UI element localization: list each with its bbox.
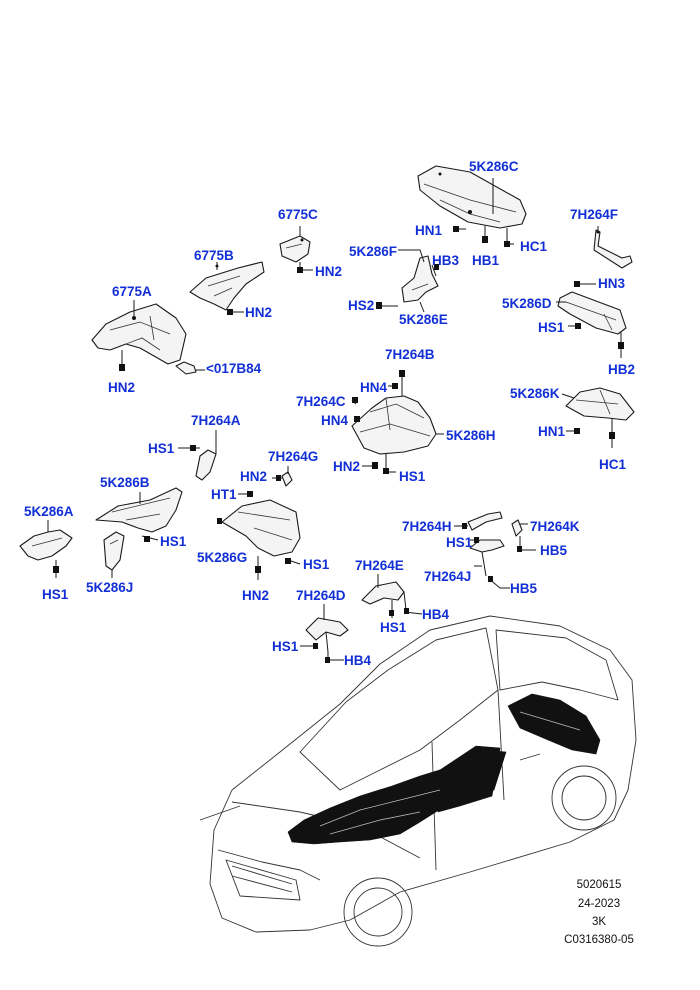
- label-HN2[interactable]: HN2: [242, 588, 270, 603]
- label-7H264G[interactable]: 7H264G: [268, 449, 319, 464]
- label-7H264H[interactable]: 7H264H: [402, 519, 452, 534]
- part-6775B: [189, 261, 265, 311]
- part-7H264E: [361, 581, 407, 611]
- label-5K286B[interactable]: 5K286B: [100, 475, 150, 490]
- label-HS1[interactable]: HS1: [42, 587, 69, 602]
- label-7H264K[interactable]: 7H264K: [530, 519, 580, 534]
- label-HB4[interactable]: HB4: [344, 653, 372, 668]
- label-7H264C[interactable]: 7H264C: [296, 394, 346, 409]
- label-5K286J[interactable]: 5K286J: [86, 580, 134, 595]
- label-5K286E[interactable]: 5K286E: [399, 312, 448, 327]
- label-HN2[interactable]: HN2: [240, 469, 268, 484]
- label-7H264F[interactable]: 7H264F: [570, 207, 619, 222]
- label-7H264J[interactable]: 7H264J: [424, 569, 472, 584]
- label-HS1[interactable]: HS1: [538, 320, 565, 335]
- part-7H264A: [195, 449, 217, 481]
- diagram-reference: C0316380-05: [564, 934, 634, 946]
- label-HB4[interactable]: HB4: [422, 607, 450, 622]
- part-5K286H: [351, 395, 437, 455]
- part-017B84: [175, 361, 197, 375]
- label-017B84[interactable]: <017B84: [206, 361, 262, 376]
- label-5K286H[interactable]: 5K286H: [446, 428, 496, 443]
- label-HS1[interactable]: HS1: [303, 557, 330, 572]
- label-HN3[interactable]: HN3: [598, 276, 626, 291]
- part-7H264J: [469, 539, 505, 577]
- part-7H264D: [305, 617, 349, 653]
- part-5K286K: [565, 387, 635, 421]
- part-6775C: [279, 235, 311, 263]
- part-5K286D: [557, 291, 627, 335]
- part-7H264H: [467, 511, 503, 531]
- label-7H264E[interactable]: 7H264E: [355, 558, 404, 573]
- label-HN2[interactable]: HN2: [333, 459, 361, 474]
- label-5K286C[interactable]: 5K286C: [469, 159, 519, 174]
- label-5K286K[interactable]: 5K286K: [510, 386, 560, 401]
- vehicle-heat-shields: [287, 693, 601, 845]
- part-7H264F: [593, 229, 633, 269]
- label-HB3[interactable]: HB3: [432, 253, 460, 268]
- label-HB2[interactable]: HB2: [608, 362, 636, 377]
- label-HS1[interactable]: HS1: [160, 534, 187, 549]
- part-5K286E: [401, 255, 439, 303]
- label-5K286A[interactable]: 5K286A: [24, 504, 74, 519]
- label-7H264A[interactable]: 7H264A: [191, 413, 241, 428]
- label-HN2[interactable]: HN2: [315, 264, 343, 279]
- label-HB1[interactable]: HB1: [472, 253, 500, 268]
- label-HB5[interactable]: HB5: [540, 543, 568, 558]
- part-5K286G: [221, 499, 301, 557]
- label-HC1[interactable]: HC1: [599, 457, 627, 472]
- diagram-code: 5020615: [576, 879, 622, 891]
- label-6775B[interactable]: 6775B: [194, 248, 234, 263]
- label-HN1[interactable]: HN1: [415, 223, 443, 238]
- label-HC1[interactable]: HC1: [520, 239, 548, 254]
- label-HN2[interactable]: HN2: [245, 305, 273, 320]
- label-HN4[interactable]: HN4: [360, 380, 388, 395]
- part-7H264G: [281, 471, 293, 487]
- label-HS1[interactable]: HS1: [446, 535, 473, 550]
- label-5K286G[interactable]: 5K286G: [197, 550, 248, 565]
- diagram-variant: 3K: [591, 916, 607, 928]
- label-HN2[interactable]: HN2: [108, 380, 136, 395]
- part-5K286A: [19, 529, 73, 561]
- label-HS1[interactable]: HS1: [380, 620, 407, 635]
- label-HN4[interactable]: HN4: [321, 413, 349, 428]
- label-HS1[interactable]: HS1: [272, 639, 299, 654]
- diagram-date: 24-2023: [577, 898, 621, 910]
- label-HS1[interactable]: HS1: [399, 469, 426, 484]
- label-6775C[interactable]: 6775C: [278, 207, 318, 222]
- label-7H264D[interactable]: 7H264D: [296, 588, 346, 603]
- part-5K286J: [103, 531, 125, 571]
- label-HB5[interactable]: HB5: [510, 581, 538, 596]
- part-6775A: [91, 303, 187, 365]
- label-HS1[interactable]: HS1: [148, 441, 175, 456]
- label-5K286F[interactable]: 5K286F: [349, 244, 398, 259]
- part-7H264K: [511, 519, 523, 537]
- label-HN1[interactable]: HN1: [538, 424, 566, 439]
- label-6775A[interactable]: 6775A: [112, 284, 152, 299]
- label-7H264B[interactable]: 7H264B: [385, 347, 435, 362]
- label-HT1[interactable]: HT1: [211, 487, 237, 502]
- label-HS2[interactable]: HS2: [348, 298, 375, 313]
- part-5K286C: [417, 165, 527, 229]
- label-5K286D[interactable]: 5K286D: [502, 296, 552, 311]
- part-5K286B: [95, 487, 183, 533]
